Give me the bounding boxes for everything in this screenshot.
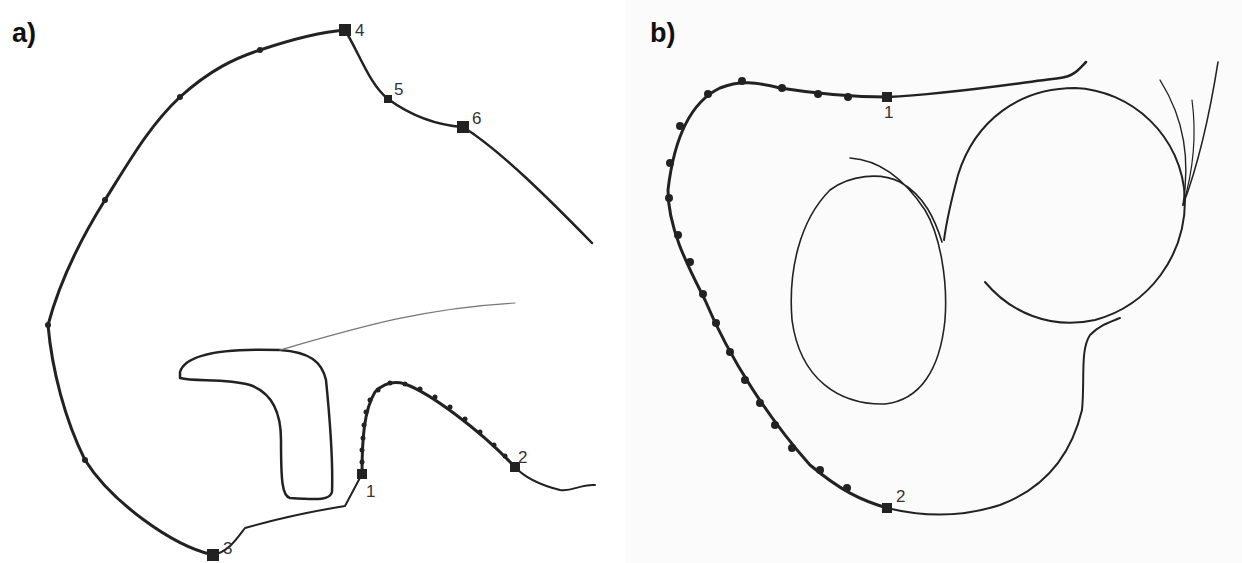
upper-contour [345, 30, 592, 243]
callout-number: 2 [518, 449, 527, 466]
right-loop [944, 88, 1185, 323]
panel-ground [625, 0, 1242, 563]
lower-contour [213, 474, 362, 555]
callout-number: 2 [896, 488, 905, 505]
callout-number: 4 [355, 22, 364, 39]
outer-contour [668, 83, 887, 508]
landmark-squares [207, 24, 892, 561]
callout-number: 6 [472, 110, 481, 127]
fiber-line [1183, 62, 1218, 205]
panel-label: a) [12, 20, 36, 47]
fiber-line [1160, 80, 1186, 205]
fissure-line [280, 303, 515, 350]
lower-contour [515, 467, 595, 490]
callout-number: 5 [394, 81, 403, 98]
left-loop [791, 158, 945, 404]
callout-number: 1 [366, 483, 375, 500]
panel-label: b) [650, 20, 675, 47]
landmark-dots [45, 47, 852, 492]
dotted-contour [362, 383, 515, 474]
outer-contour [48, 30, 345, 555]
inner-structure [180, 350, 332, 499]
callout-number: 1 [884, 104, 893, 121]
lower-contour [887, 318, 1120, 514]
fiber-line [1183, 100, 1194, 205]
upper-contour [887, 62, 1086, 97]
callout-number: 3 [223, 540, 232, 557]
